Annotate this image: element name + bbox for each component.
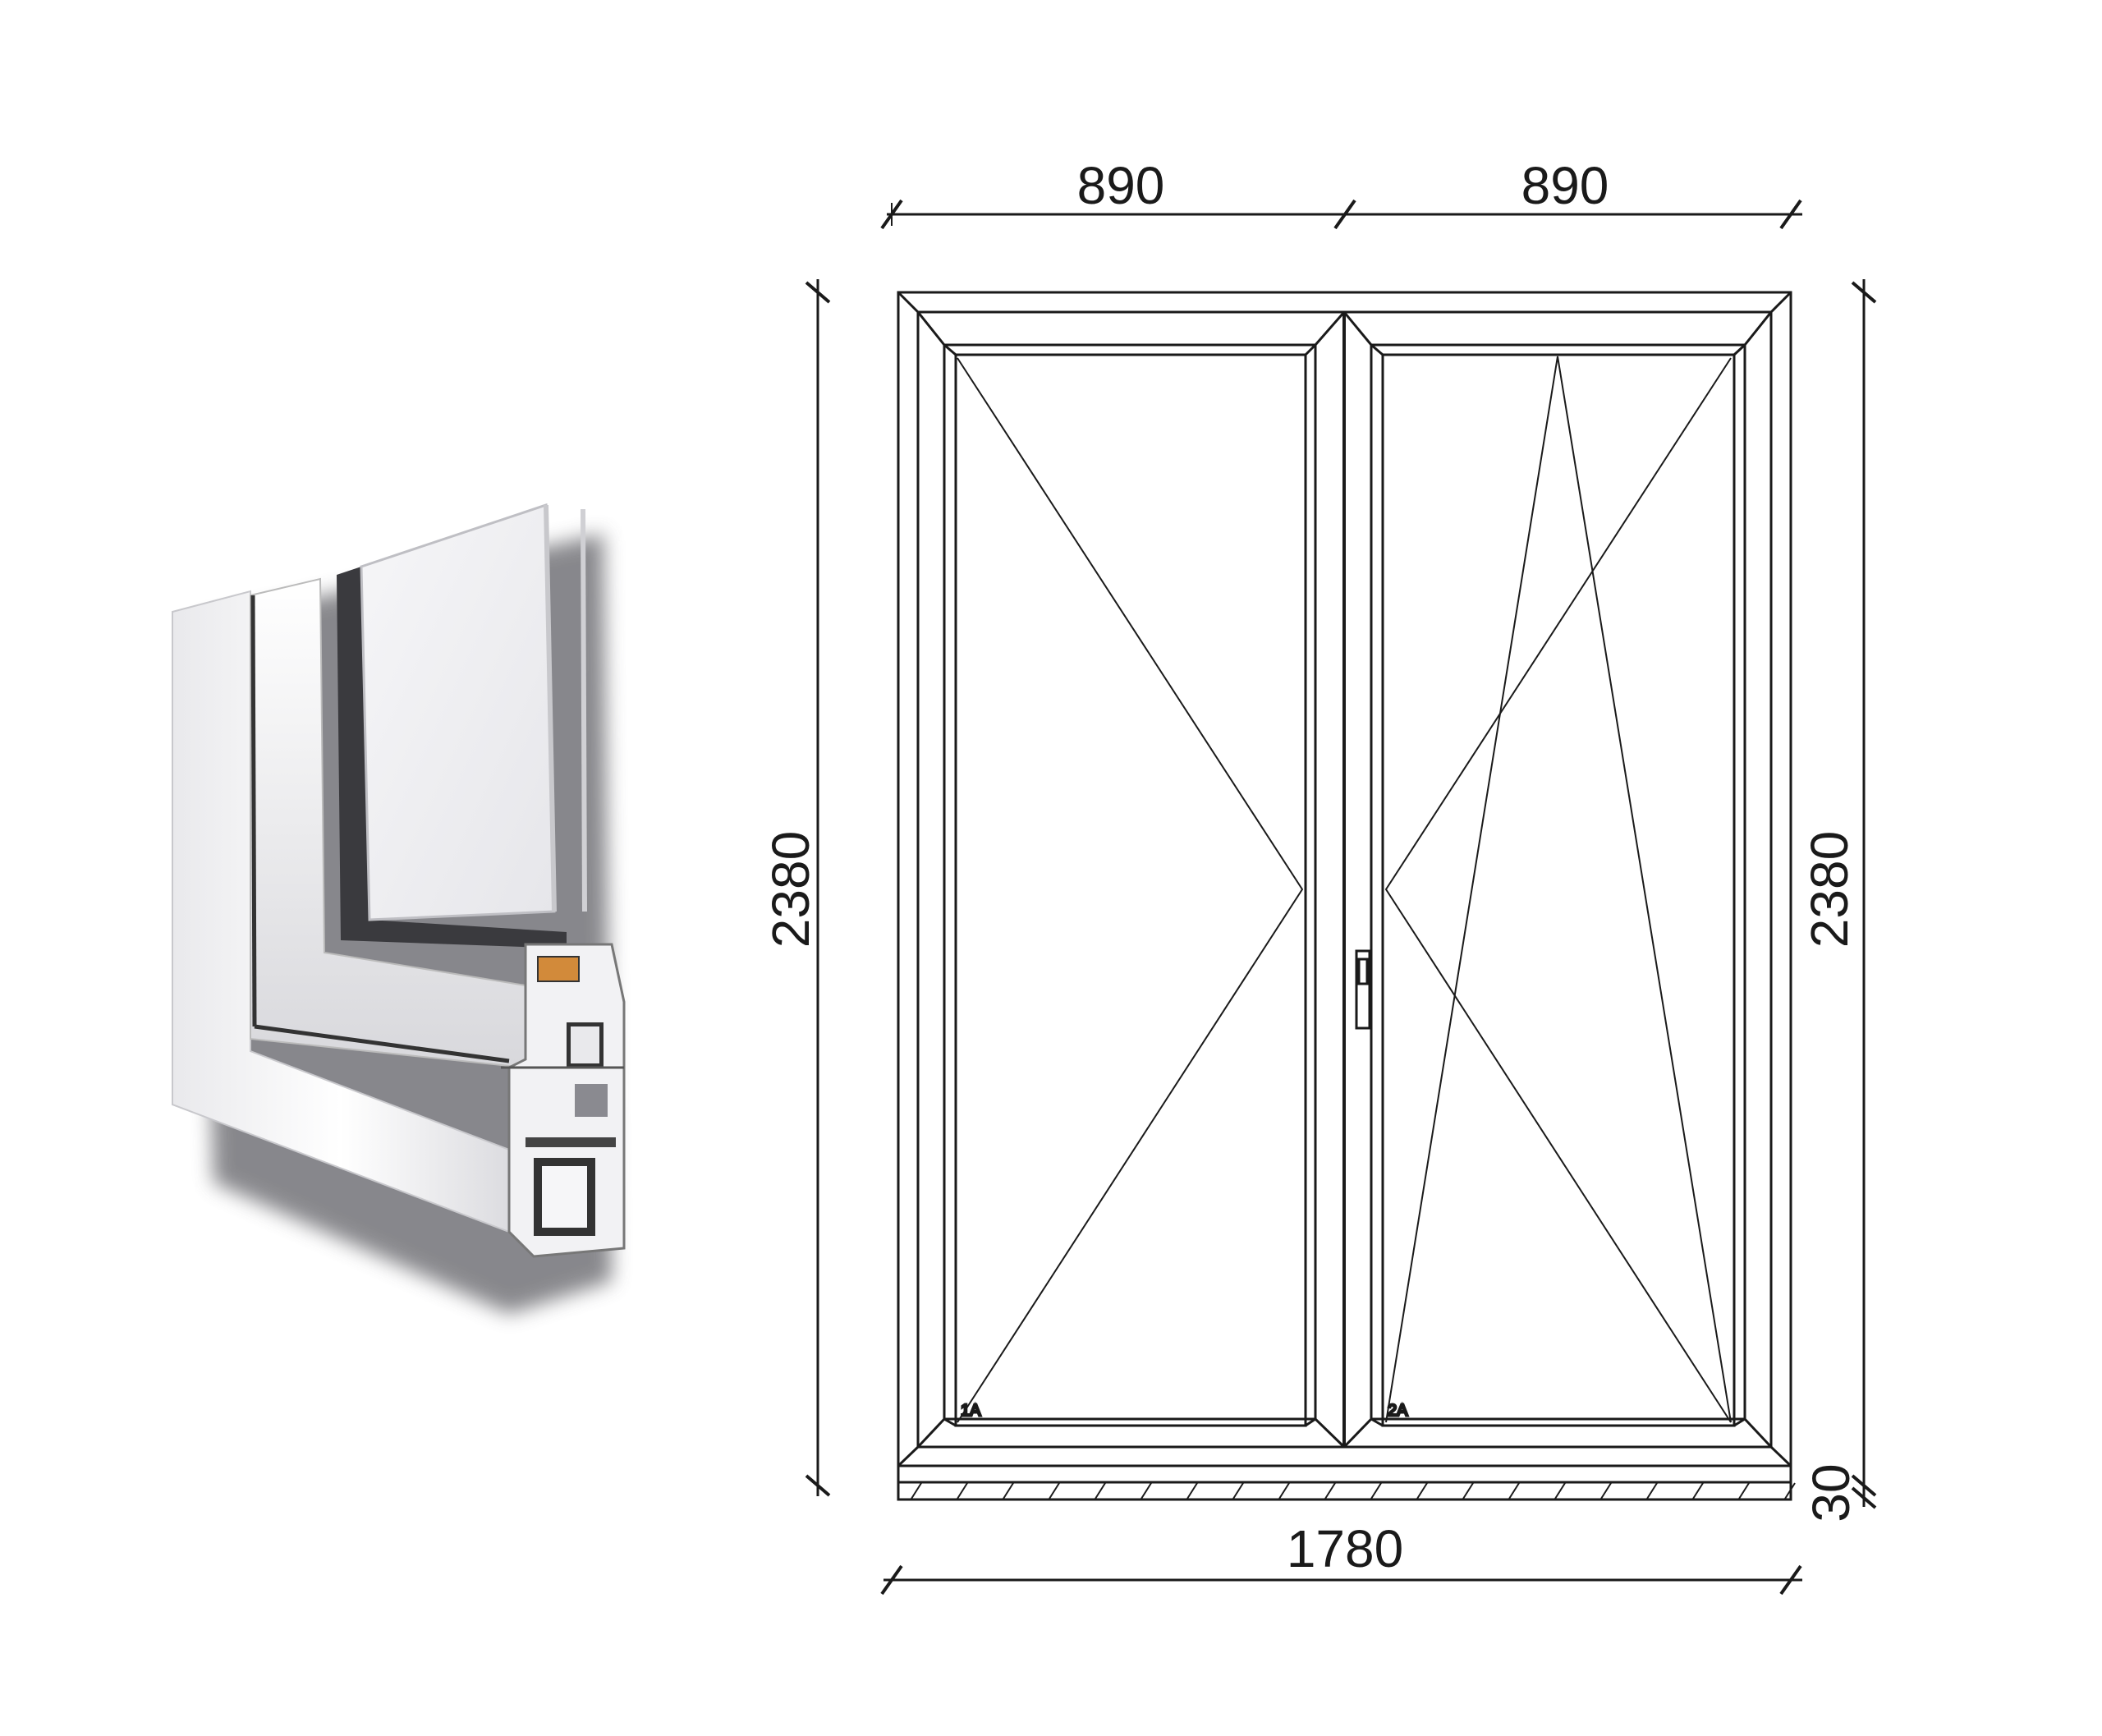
hatch-line (1416, 1482, 1428, 1499)
hatch-line (1140, 1482, 1152, 1499)
hatch-line (1600, 1482, 1612, 1499)
right-sash-label: 2A (1388, 1402, 1408, 1420)
hatch-line (1784, 1482, 1796, 1499)
hatch-line (1095, 1482, 1106, 1499)
hatch-line (1186, 1482, 1198, 1499)
hatch-line (1370, 1482, 1382, 1499)
dimension-top-left: 890 (1077, 156, 1165, 215)
dimension-top-right: 890 (1521, 156, 1609, 215)
hatch-line (1646, 1482, 1658, 1499)
left-sash: 1A (916, 311, 1346, 1449)
dimension-right-height: 2380 (1800, 831, 1859, 948)
hatch-line (1508, 1482, 1520, 1499)
hatch-line (911, 1482, 922, 1499)
dimension-sill-height: 30 (1801, 1463, 1861, 1522)
hatch-line (1738, 1482, 1750, 1499)
top-dimension: 890 890 (880, 156, 1802, 230)
right-sash: 2A (1342, 311, 1773, 1449)
hatch-line (1324, 1482, 1336, 1499)
hatch-line (957, 1482, 968, 1499)
sill-hatching (911, 1482, 1796, 1499)
profile-cross-section-image (172, 503, 626, 1314)
dimension-left-height: 2380 (761, 831, 820, 948)
hatch-line (1462, 1482, 1474, 1499)
hatch-line (1692, 1482, 1704, 1499)
hatch-line (1049, 1482, 1060, 1499)
bottom-dimension: 1780 (880, 1519, 1802, 1596)
hatch-line (1232, 1482, 1244, 1499)
hatch-line (1278, 1482, 1290, 1499)
hatch-line (1554, 1482, 1566, 1499)
right-dimension: 2380 30 (1800, 279, 1877, 1522)
left-dimension: 2380 (761, 279, 831, 1497)
left-sash-label: 1A (961, 1402, 981, 1420)
hatch-line (1003, 1482, 1014, 1499)
handle-icon (1355, 949, 1371, 1030)
dimension-total-width: 1780 (1287, 1519, 1403, 1578)
